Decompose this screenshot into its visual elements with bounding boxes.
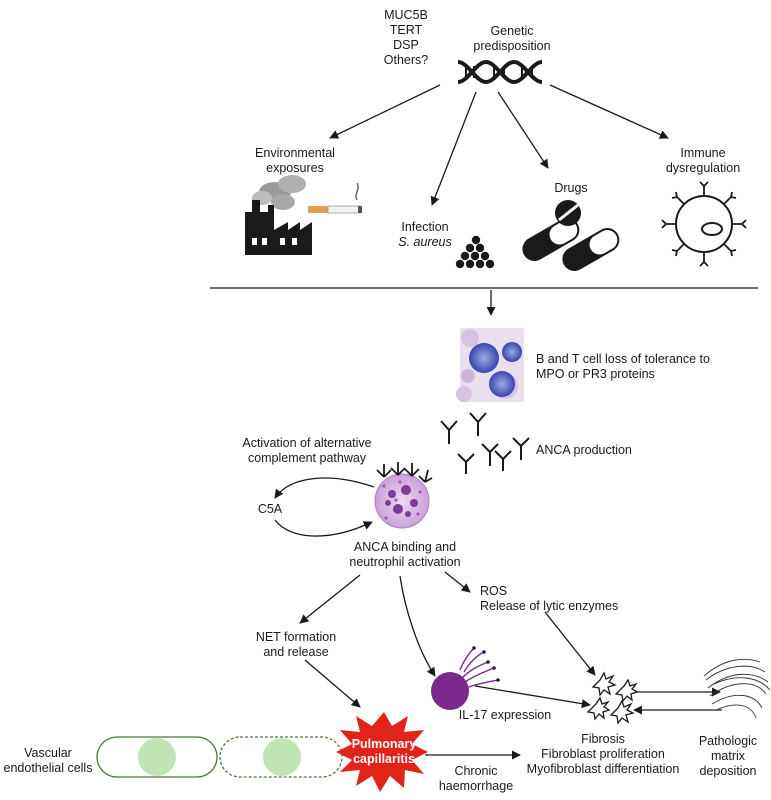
arrow-ros-to-fibrosis xyxy=(544,611,596,676)
arrow-il17-to-fibrosis xyxy=(474,685,591,709)
neutrophil-icon xyxy=(374,462,433,529)
capillaritis-burst xyxy=(336,712,428,792)
immune-cell-icon xyxy=(661,181,747,267)
arrow-to-immune xyxy=(549,84,669,139)
drugs-icon xyxy=(522,200,620,271)
fibroblast-icons xyxy=(586,671,639,725)
drugs-label: Drugs xyxy=(554,181,588,195)
cigarette-icon xyxy=(308,182,362,214)
il17-label: IL-17 expression xyxy=(458,708,552,722)
c5a-loop xyxy=(274,477,375,537)
c5a-label: C5A xyxy=(257,502,283,516)
arrow-to-environment xyxy=(329,84,441,139)
il17-cell-icon xyxy=(431,646,500,710)
arrow-to-il17-cell xyxy=(399,575,436,677)
matrix-fibres-icon xyxy=(703,658,771,719)
arrow-net-to-capillaritis xyxy=(304,659,361,708)
arrow-to-ros xyxy=(444,571,471,593)
dna-icon xyxy=(457,59,543,85)
bacteria-icon xyxy=(455,235,495,269)
arrow-to-infection xyxy=(430,91,477,206)
arrow-to-drugs xyxy=(497,91,549,169)
arrow-to-net xyxy=(299,574,361,624)
anca-production-label: ANCA production xyxy=(536,443,632,457)
factory-icon xyxy=(245,175,312,255)
antibody-icons xyxy=(440,412,530,474)
endothelial-cells xyxy=(96,736,343,778)
lymphocyte-micrograph xyxy=(456,328,524,402)
